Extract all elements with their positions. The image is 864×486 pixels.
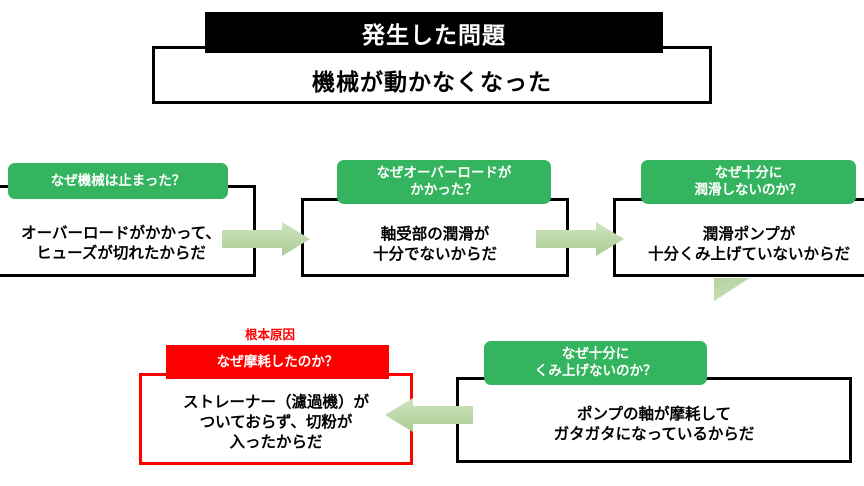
problem-statement-box: 機械が動かなくなった: [152, 46, 712, 104]
why-answer-3: 潤滑ポンプが 十分くみ上げていないからだ: [647, 225, 851, 263]
why-answer-2: 軸受部の潤滑が 十分でないからだ: [372, 225, 497, 263]
arrow-why2-to-why3: [536, 222, 624, 256]
arrow-why1-to-why2: [222, 222, 310, 256]
why-box-4: ポンプの軸が摩耗して ガタガタになっているからだ: [456, 377, 852, 463]
why-question-4: なぜ十分に くみ上げないのか？: [484, 341, 707, 385]
why-question-1: なぜ機械は止まった？: [8, 163, 228, 199]
why-answer-4: ポンプの軸が摩耗して ガタガタになっているからだ: [553, 406, 755, 443]
arrow-why3-to-why4: [714, 278, 756, 314]
why-question-3: なぜ十分に 潤滑しないのか？: [641, 160, 856, 204]
why-box-5-root: ストレーナー（濾過機）が ついておらず、切粉が 入ったからだ: [139, 373, 413, 465]
why-question-5: なぜ摩耗したのか？: [166, 345, 389, 379]
problem-statement-text: 機械が動かなくなった: [312, 69, 552, 95]
arrow-why4-to-why5: [385, 398, 473, 432]
problem-banner: 発生した問題: [205, 12, 663, 53]
why-answer-5: ストレーナー（濾過機）が ついておらず、切粉が 入ったからだ: [182, 394, 369, 451]
why-box-2: 軸受部の潤滑が 十分でないからだ: [301, 198, 569, 277]
root-cause-label: 根本原因: [245, 328, 296, 342]
why-box-1: オーバーロードがかかって、 ヒューズが切れたからだ: [0, 185, 256, 277]
why-question-2: なぜオーバーロードが かかった？: [337, 160, 551, 204]
why-answer-1: オーバーロードがかかって、 ヒューズが切れたからだ: [21, 225, 221, 262]
why-box-3: 潤滑ポンプが 十分くみ上げていないからだ: [613, 198, 864, 277]
